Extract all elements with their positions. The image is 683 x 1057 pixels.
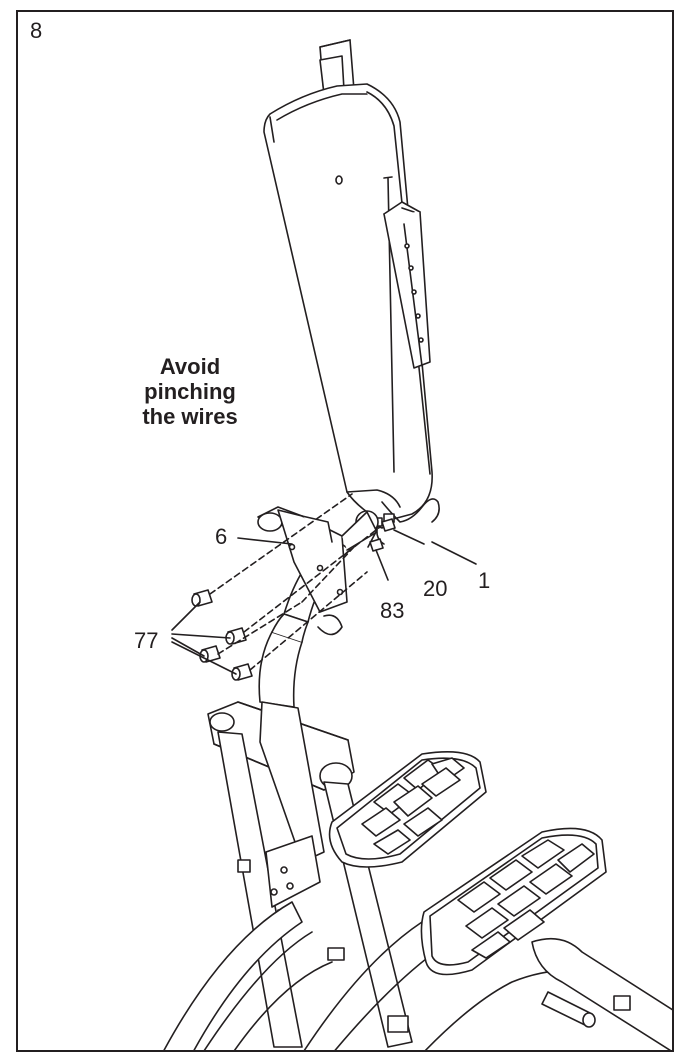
bolt xyxy=(199,645,221,663)
instruction-frame: 8 Avoid pinching the wires 6 1 20 83 77 xyxy=(16,10,674,1052)
callout-leaders xyxy=(171,529,477,675)
callout-part-6: 6 xyxy=(215,524,228,549)
pedal-right xyxy=(420,827,607,976)
callout-part-20: 20 xyxy=(423,576,448,601)
callout-part-83: 83 xyxy=(380,598,405,623)
note-line-3: the wires xyxy=(142,404,238,429)
bolt xyxy=(231,663,253,681)
assembly-guide-lines xyxy=(209,493,381,671)
screw-20 xyxy=(381,518,396,532)
wire-warning-note: Avoid pinching the wires xyxy=(120,354,260,429)
assembly-illustration xyxy=(163,39,672,1050)
bolt xyxy=(225,627,247,645)
callout-part-1: 1 xyxy=(478,568,491,593)
screw-83 xyxy=(369,538,384,552)
pedal-left xyxy=(328,751,487,868)
bolt xyxy=(191,589,213,607)
note-line-1: Avoid xyxy=(159,354,221,379)
step-number: 8 xyxy=(30,18,43,43)
console-mast-tube xyxy=(383,201,431,369)
rear-frame-rail xyxy=(531,937,672,1050)
note-line-2: pinching xyxy=(144,379,236,404)
callout-part-77: 77 xyxy=(134,628,159,653)
upright-post xyxy=(257,506,379,708)
